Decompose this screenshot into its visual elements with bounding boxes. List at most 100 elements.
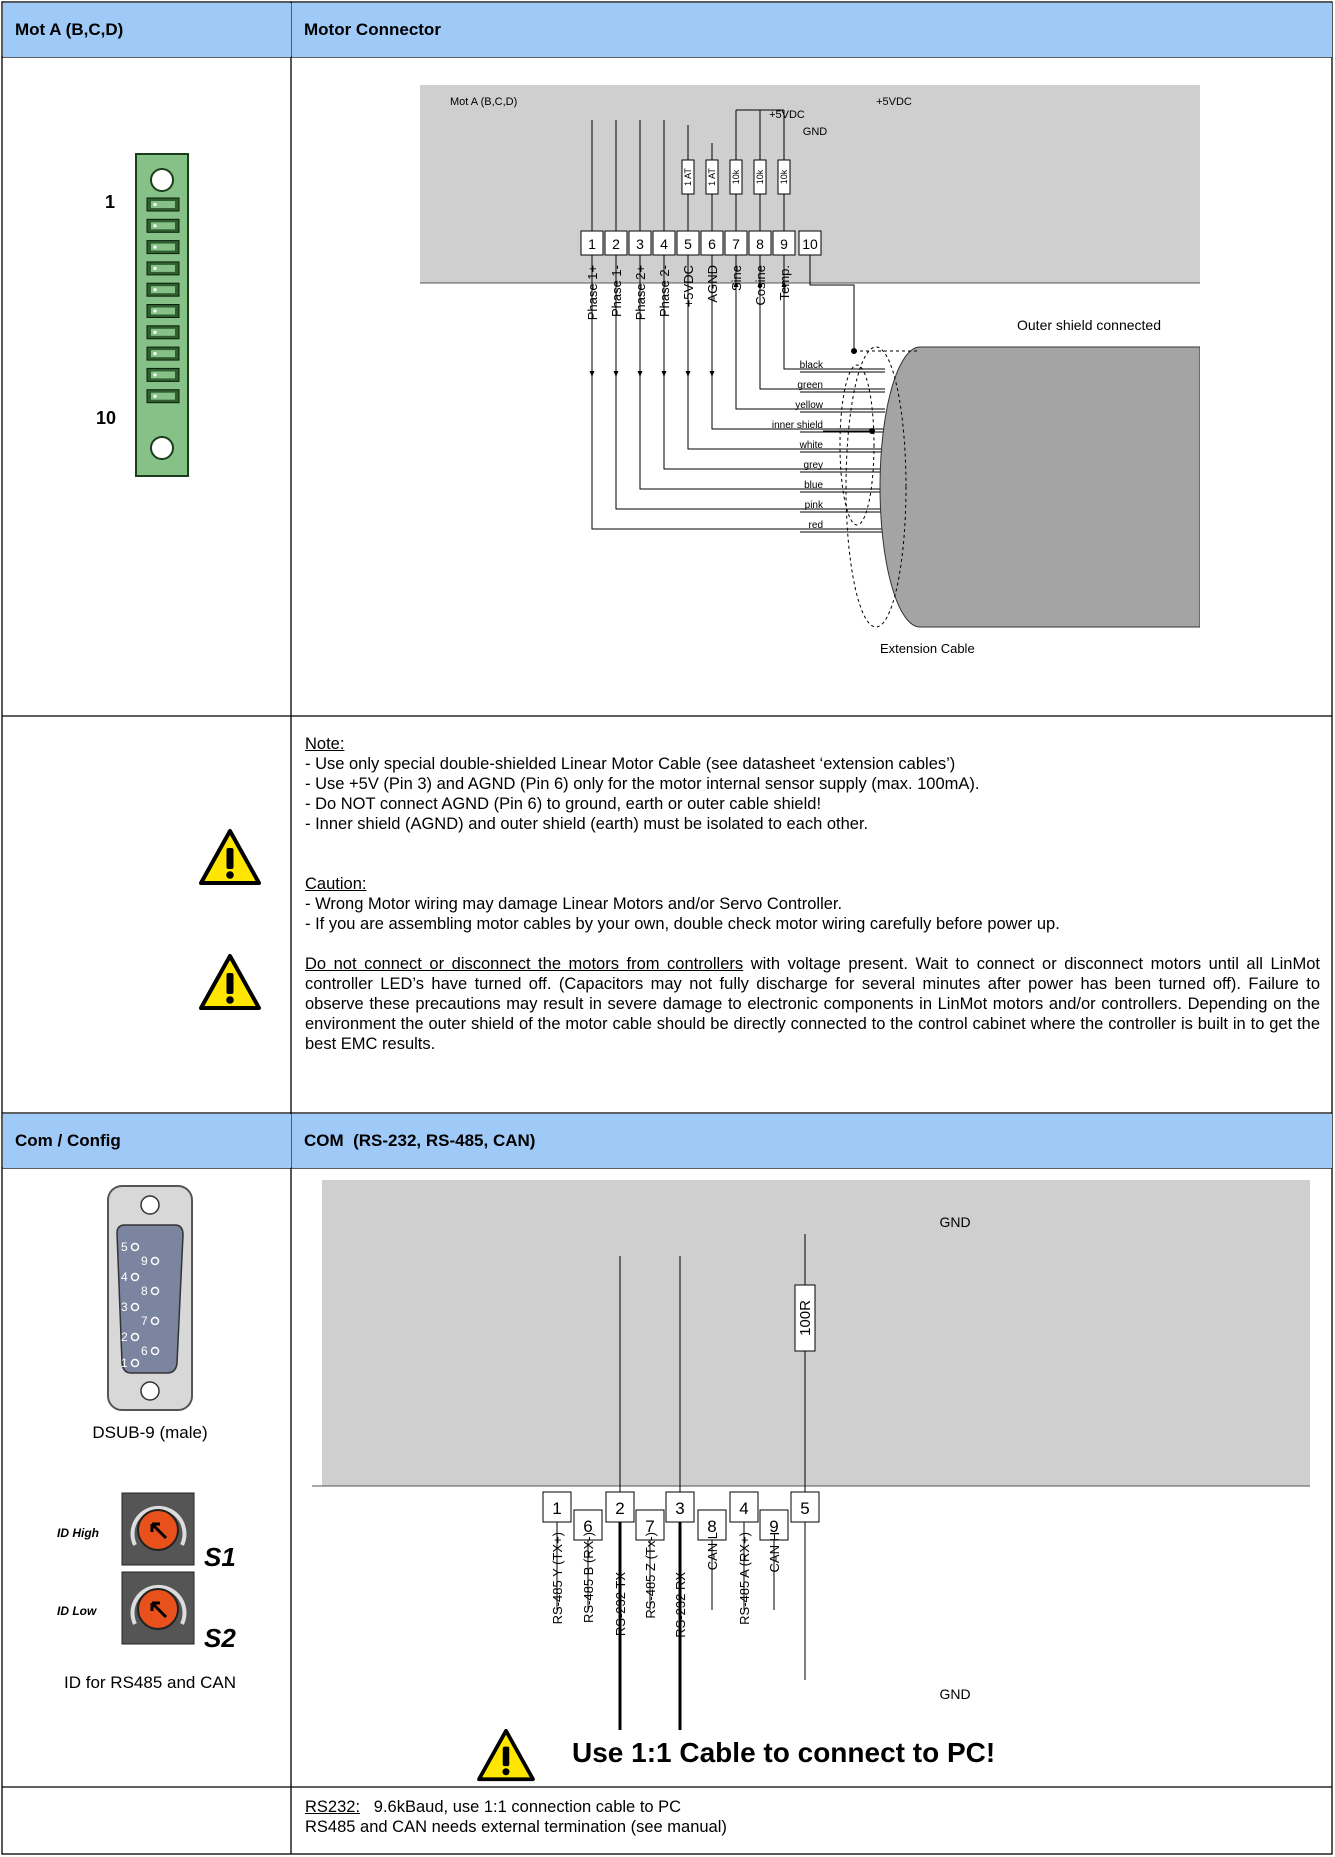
note-line: - Use only special double-shielded Linea… [305,755,956,773]
note-line: - Do NOT connect AGND (Pin 6) to ground,… [305,795,822,813]
outer-shield-label: Outer shield connected [1017,317,1161,333]
note-block: Note: - Use only special double-shielded… [305,734,1320,834]
signal-label: RS-485 Y (TX+) [550,1532,565,1624]
motor-pin: 6 [700,230,724,256]
com-pin: 6 [573,1509,603,1541]
svg-text:4: 4 [660,236,668,252]
svg-text:2: 2 [612,236,620,252]
signal-label: RS-485 Z (Tx-) [643,1532,658,1619]
dsub-pin: 5 [121,1240,140,1254]
header-cell-mot-a: Mot A (B,C,D) [3,3,291,57]
switch-label-s2: S2 [204,1623,236,1653]
switch-label-s1: S1 [204,1542,236,1572]
warning-icon [477,1728,535,1782]
signal-label: RS-485 B (RX-) [581,1532,596,1623]
footer-block: RS232: 9.6kBaud, use 1:1 connection cabl… [305,1797,1320,1837]
wire-color-label: black [800,360,824,371]
resistor-label: 100R [797,1300,814,1336]
warning-rest-text: with voltage present. Wait to connect or… [305,955,1320,1053]
svg-text:4: 4 [121,1270,128,1284]
motor-pin: 3 [628,230,652,256]
signal-label: CAN H [767,1532,782,1572]
svg-text:6: 6 [583,1517,592,1536]
terminal-slot [146,197,180,212]
fuse-label: 1 AT [683,168,693,186]
svg-text:8: 8 [141,1284,148,1298]
terminal-slot [146,218,180,233]
com-pin: 9 [759,1509,789,1541]
id-low-label: ID Low [57,1604,97,1618]
svg-text:3: 3 [636,236,644,252]
signal-label: RS-485 A (RX+) [737,1532,752,1625]
terminal-slot [146,367,180,382]
svg-text:9: 9 [141,1254,148,1268]
dsub-pin: 4 [121,1270,140,1284]
svg-text:5: 5 [684,236,692,252]
motor-pin: 1 [580,230,604,256]
svg-text:5: 5 [800,1499,809,1518]
pin-label-first: 1 [105,192,115,212]
terminal-slot [146,389,180,404]
svg-text:6: 6 [141,1344,148,1358]
header-mot-a: Mot A (B,C,D) [15,20,124,39]
warning-paragraph: Do not connect or disconnect the motors … [305,954,1320,1054]
resistor-label: 10k [755,169,765,184]
dsub-pin: 7 [141,1314,160,1328]
svg-text:8: 8 [707,1517,716,1536]
caution-title: Caution: [305,875,367,893]
termination-text: RS485 and CAN needs external termination… [305,1818,727,1836]
motor-pin: 10 [798,230,822,256]
gnd-top-label: GND [939,1214,970,1230]
terminal-slot [146,261,180,276]
svg-text:7: 7 [732,236,740,252]
header-com-config: Com / Config [15,1131,121,1150]
com-pin: 2 [605,1491,635,1523]
rotary-switch-icon [121,1492,195,1566]
header-cell-motor-connector: Motor Connector [292,3,1332,57]
warning-underlined-text: Do not connect or disconnect the motors … [305,955,744,973]
resistor-label: 10k [779,169,789,184]
terminal-slot [146,304,180,318]
wire-color-label: yellow [795,400,824,411]
svg-text:8: 8 [756,236,764,252]
terminal-slot [146,346,180,361]
svg-text:1: 1 [588,236,596,252]
warning-icon [199,829,261,885]
com-pin: 4 [729,1491,759,1523]
motor-pin: 2 [604,230,628,256]
com-pin: 8 [697,1509,727,1541]
signal-label: RS-232 RX [673,1572,688,1638]
resistor-label: 10k [731,169,741,184]
caution-line: - If you are assembling motor cables by … [305,915,1060,933]
motor-pin: 7 [724,230,748,256]
fuse-label: 1 AT [707,168,717,186]
cable-warning-text: Use 1:1 Cable to connect to PC! [572,1737,996,1768]
motor-pin: 5 [676,230,700,256]
com-pin: 1 [542,1491,572,1523]
id-switches: ID High ID Low S1 S2 [57,1492,236,1653]
dsub-label: DSUB-9 (male) [92,1423,208,1442]
svg-text:2: 2 [121,1330,128,1344]
com-pin: 3 [665,1491,695,1523]
id-high-label: ID High [57,1526,99,1540]
svg-text:1: 1 [121,1356,128,1370]
svg-text:6: 6 [708,236,716,252]
motor-pin: 8 [748,230,772,256]
rs232-label: RS232: [305,1798,361,1816]
dsub-pin: 8 [141,1284,160,1298]
svg-text:10: 10 [802,236,818,252]
rs232-text: 9.6kBaud, use 1:1 connection cable to PC [360,1798,682,1816]
dsub-pin: 9 [141,1254,160,1268]
svg-text:2: 2 [615,1499,624,1518]
wire-color-label: grey [804,460,823,471]
rotary-switch-icon [121,1571,195,1645]
caution-block: Caution: - Wrong Motor wiring may damage… [305,874,1320,934]
warning-icon [199,954,261,1010]
signal-label: RS-232 TX [613,1572,628,1636]
svg-text:1: 1 [552,1499,561,1518]
header-com: COM (RS-232, RS-485, CAN) [304,1131,536,1150]
dsub-pin: 1 [121,1356,140,1370]
dsub-pin: 3 [121,1300,140,1314]
